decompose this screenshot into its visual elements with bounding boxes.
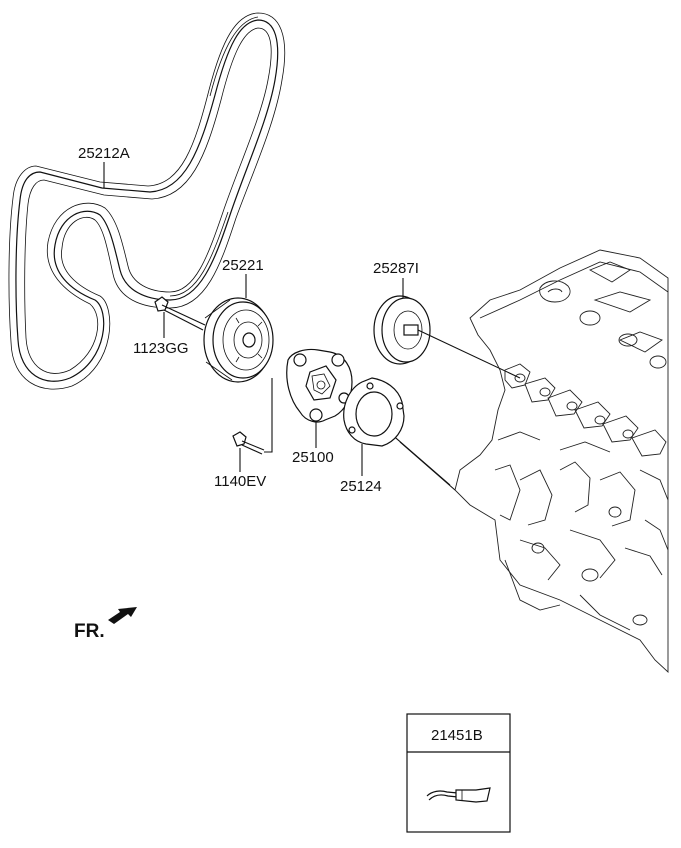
label-idler-pulley: 25221 bbox=[222, 257, 264, 274]
pump-bolt[interactable] bbox=[232, 378, 273, 455]
drive-belt[interactable] bbox=[8, 12, 286, 390]
label-tensioner-pulley: 25287I bbox=[373, 260, 419, 277]
gasket[interactable] bbox=[343, 377, 405, 447]
sealant-tube-icon bbox=[426, 787, 491, 803]
front-direction-label: FR. bbox=[74, 621, 105, 642]
label-gasket: 25124 bbox=[340, 478, 382, 495]
label-belt: 25212A bbox=[78, 145, 130, 162]
tensioner-pulley[interactable] bbox=[373, 295, 521, 379]
inset-part-number: 21451B bbox=[431, 727, 483, 744]
label-water-pump: 25100 bbox=[292, 449, 334, 466]
label-pump-bolt: 1140EV bbox=[214, 473, 266, 490]
pulley-bolt[interactable] bbox=[154, 296, 206, 331]
gasket-leader-line bbox=[399, 441, 456, 491]
front-arrow-icon bbox=[108, 607, 137, 624]
idler-pulley[interactable] bbox=[203, 297, 274, 383]
label-pulley-bolt: 1123GG bbox=[133, 340, 189, 357]
engine-block bbox=[454, 249, 669, 674]
inset-box: 21451B bbox=[406, 713, 511, 833]
